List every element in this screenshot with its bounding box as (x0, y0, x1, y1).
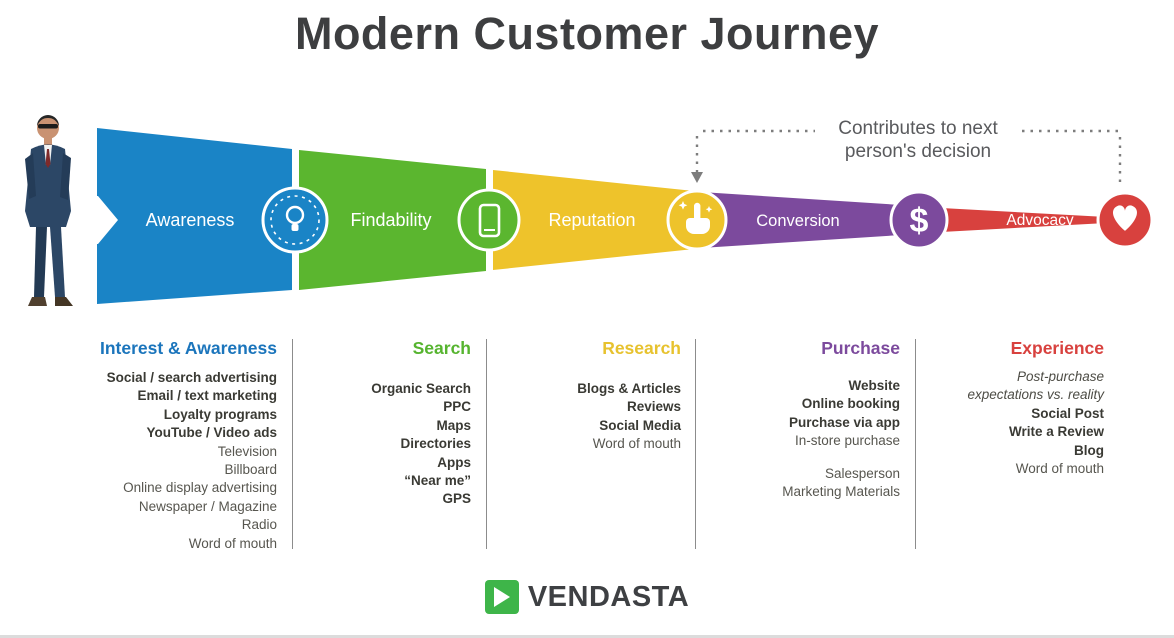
column-item: Maps (436, 417, 471, 433)
stage-label-findability: Findability (350, 210, 431, 230)
funnel-segment-findability (299, 150, 486, 290)
column-item: Email / text marketing (137, 388, 277, 404)
column-heading: Experience (1010, 338, 1104, 358)
column-item: Website (848, 378, 900, 393)
column-item: Blog (1074, 442, 1104, 458)
column-item: Word of mouth (188, 535, 277, 551)
column-item: Social / search advertising (106, 370, 277, 385)
column-item: Loyalty programs (163, 406, 277, 422)
column-item: GPS (442, 491, 471, 507)
column-heading: Interest & Awareness (99, 338, 277, 358)
column-item: Online booking (801, 396, 900, 412)
stage-label-awareness: Awareness (146, 210, 235, 230)
column-item: YouTube / Video ads (146, 425, 277, 441)
column-item: Word of mouth (592, 436, 681, 452)
column-item: Word of mouth (1015, 461, 1104, 477)
funnel-diagram: Contributes to next person's decision Aw… (25, 115, 1154, 306)
annotation-line1: Contributes to next (838, 118, 998, 139)
funnel-segment-awareness (97, 128, 292, 304)
lightbulb-icon (261, 186, 329, 254)
column-item: Television (217, 443, 277, 459)
column-heading: Search (412, 338, 471, 358)
column-divider (292, 339, 293, 549)
column-item: expectations vs. reality (967, 387, 1104, 403)
heart-icon (1096, 191, 1154, 249)
column-divider (486, 339, 487, 549)
column-item: Directories (400, 436, 471, 452)
column-item: PPC (443, 399, 471, 415)
phone-icon (457, 188, 521, 252)
vendasta-mark-icon (484, 580, 519, 614)
funnel-segment-reputation (493, 170, 694, 270)
column-item: In-store purchase (794, 433, 900, 449)
column-item: Organic Search (371, 381, 471, 396)
column-item: Reviews (626, 399, 681, 415)
dollar-icon: $ (889, 190, 949, 250)
column-item: Billboard (224, 462, 277, 478)
column-item: Radio (241, 517, 277, 533)
bottom-divider (0, 635, 1174, 638)
column-item: “Near me” (404, 473, 471, 489)
funnel-segment-advocacy (923, 207, 1125, 233)
businessman-illustration (25, 115, 73, 306)
column-item: Marketing Materials (782, 484, 900, 500)
annotation-line2: person's decision (845, 141, 991, 162)
column-item: Write a Review (1008, 424, 1104, 440)
column-item: Salesperson (824, 465, 900, 481)
column-item: Purchase via app (788, 414, 900, 430)
stage-label-advocacy: Advocacy (1006, 212, 1073, 229)
column-item: Post-purchase (1016, 369, 1104, 384)
funnel-entry-chevron-icon (72, 196, 118, 244)
svg-text:$: $ (910, 202, 929, 240)
column-heading: Research (602, 338, 681, 358)
page-title: Modern Customer Journey (294, 8, 880, 59)
column-divider (915, 339, 916, 549)
column-item: Newspaper / Magazine (138, 498, 277, 514)
column-item: Social Post (1031, 405, 1104, 421)
arrowhead-down-icon (691, 172, 703, 183)
vendasta-logo-text: VENDASTA (527, 580, 690, 613)
funnel-segment-conversion (701, 192, 916, 248)
column-item: Blogs & Articles (577, 381, 681, 396)
stage-label-reputation: Reputation (548, 210, 635, 230)
stage-label-conversion: Conversion (756, 212, 839, 230)
column-heading: Purchase (821, 338, 900, 358)
column-item: Apps (437, 454, 471, 470)
column-item: Social Media (599, 417, 681, 433)
tap-icon (666, 189, 728, 251)
column-item (715, 451, 900, 465)
column-item: Online display advertising (123, 480, 277, 496)
column-divider (695, 339, 696, 549)
vendasta-logo: VENDASTA (0, 580, 1174, 614)
feedback-loop-dotted-lines (695, 129, 1122, 187)
